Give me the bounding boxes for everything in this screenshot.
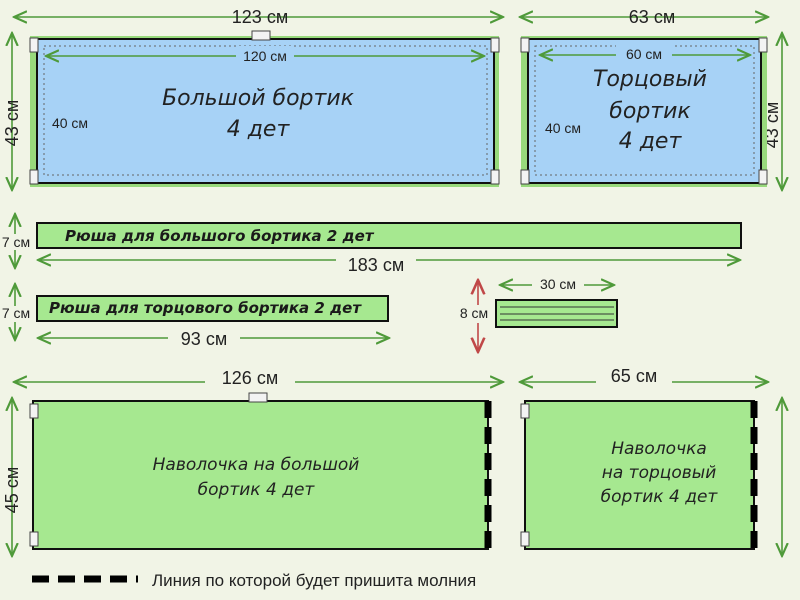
- corner-mark: [29, 531, 39, 547]
- cover-end-width: 65 см: [611, 366, 657, 386]
- ruffle-end-strip: Рюша для торцового бортика 2 дет 7 см 93…: [0, 284, 389, 350]
- end-border-label-line2: бортик: [609, 99, 691, 124]
- end-border-outer-width: 63 см: [629, 7, 675, 27]
- corner-mark: [520, 37, 530, 53]
- ruffle-big-strip: Рюша для большого бортика 2 дет 7 см 183…: [0, 214, 742, 275]
- end-border-inner-height: 40 см: [545, 120, 581, 136]
- ruffle-end-label: Рюша для торцового бортика 2 дет: [49, 299, 362, 317]
- big-border-inner-height: 40 см: [52, 115, 88, 131]
- ruffle-big-length: 183 см: [348, 255, 404, 275]
- corner-mark: [29, 169, 39, 185]
- end-border-fabric: [527, 38, 762, 184]
- end-border-inner-width: 60 см: [626, 46, 662, 62]
- center-mark: [251, 30, 271, 41]
- corner-mark: [758, 169, 768, 185]
- cover-end-label-line2: на торцовый: [602, 463, 717, 483]
- end-border-stitch-line: [534, 45, 755, 176]
- corner-mark: [520, 403, 530, 419]
- tie-strip: 30 см 8 см: [455, 276, 618, 352]
- end-border-label-line1: Торцовый: [593, 67, 707, 92]
- big-border-outer-width: 123 см: [232, 7, 288, 27]
- tie-width: 30 см: [540, 276, 576, 292]
- cover-end-label-line1: Наволочка: [611, 439, 707, 459]
- corner-mark: [490, 37, 500, 53]
- ruffle-end-length: 93 см: [181, 329, 227, 349]
- cover-big-fabric: [32, 400, 489, 550]
- big-border-inner-width: 120 см: [243, 48, 287, 64]
- corner-mark: [29, 403, 39, 419]
- cover-big-width: 126 см: [222, 368, 278, 388]
- ruffle-big-fabric: [36, 222, 742, 249]
- ruffle-big-label: Рюша для большого бортика 2 дет: [65, 227, 375, 245]
- big-border-outer-height: 43 см: [2, 100, 22, 146]
- cover-end-label-line3: бортик 4 дет: [601, 487, 719, 507]
- corner-mark: [490, 169, 500, 185]
- ruffle-end-height: 7 см: [2, 305, 30, 321]
- end-border-panel: 63 см 43 см 60 см 40 см Торцовый бортик …: [520, 7, 782, 190]
- ruffle-end-fabric: [36, 295, 389, 322]
- big-border-label-line1: Большой бортик: [162, 86, 355, 111]
- legend-text: Линия по которой будет пришита молния: [152, 571, 476, 590]
- big-border-label-line2: 4 дет: [227, 117, 291, 142]
- end-border-label-line3: 4 дет: [619, 129, 683, 154]
- cover-big-label-line1: Наволочка на большой: [153, 455, 360, 475]
- center-mark: [248, 392, 268, 403]
- big-border-panel: 123 см 43 см 120 см 40 см Большой бортик…: [2, 7, 503, 190]
- cover-big-label-line2: бортик 4 дет: [198, 480, 316, 500]
- corner-mark: [758, 37, 768, 53]
- cover-big-height: 45 см: [2, 467, 22, 513]
- cover-end-panel: 65 см Наволочка на торцовый бортик 4 дет: [520, 364, 782, 556]
- tie-height: 8 см: [460, 305, 488, 321]
- cover-end-fabric: [524, 400, 755, 550]
- corner-mark: [520, 531, 530, 547]
- corner-mark: [520, 169, 530, 185]
- legend: Линия по которой будет пришита молния: [32, 571, 476, 590]
- cover-big-panel: 126 см 45 см Наволочка на большой бортик…: [2, 368, 503, 556]
- ruffle-big-height: 7 см: [2, 234, 30, 250]
- corner-mark: [29, 37, 39, 53]
